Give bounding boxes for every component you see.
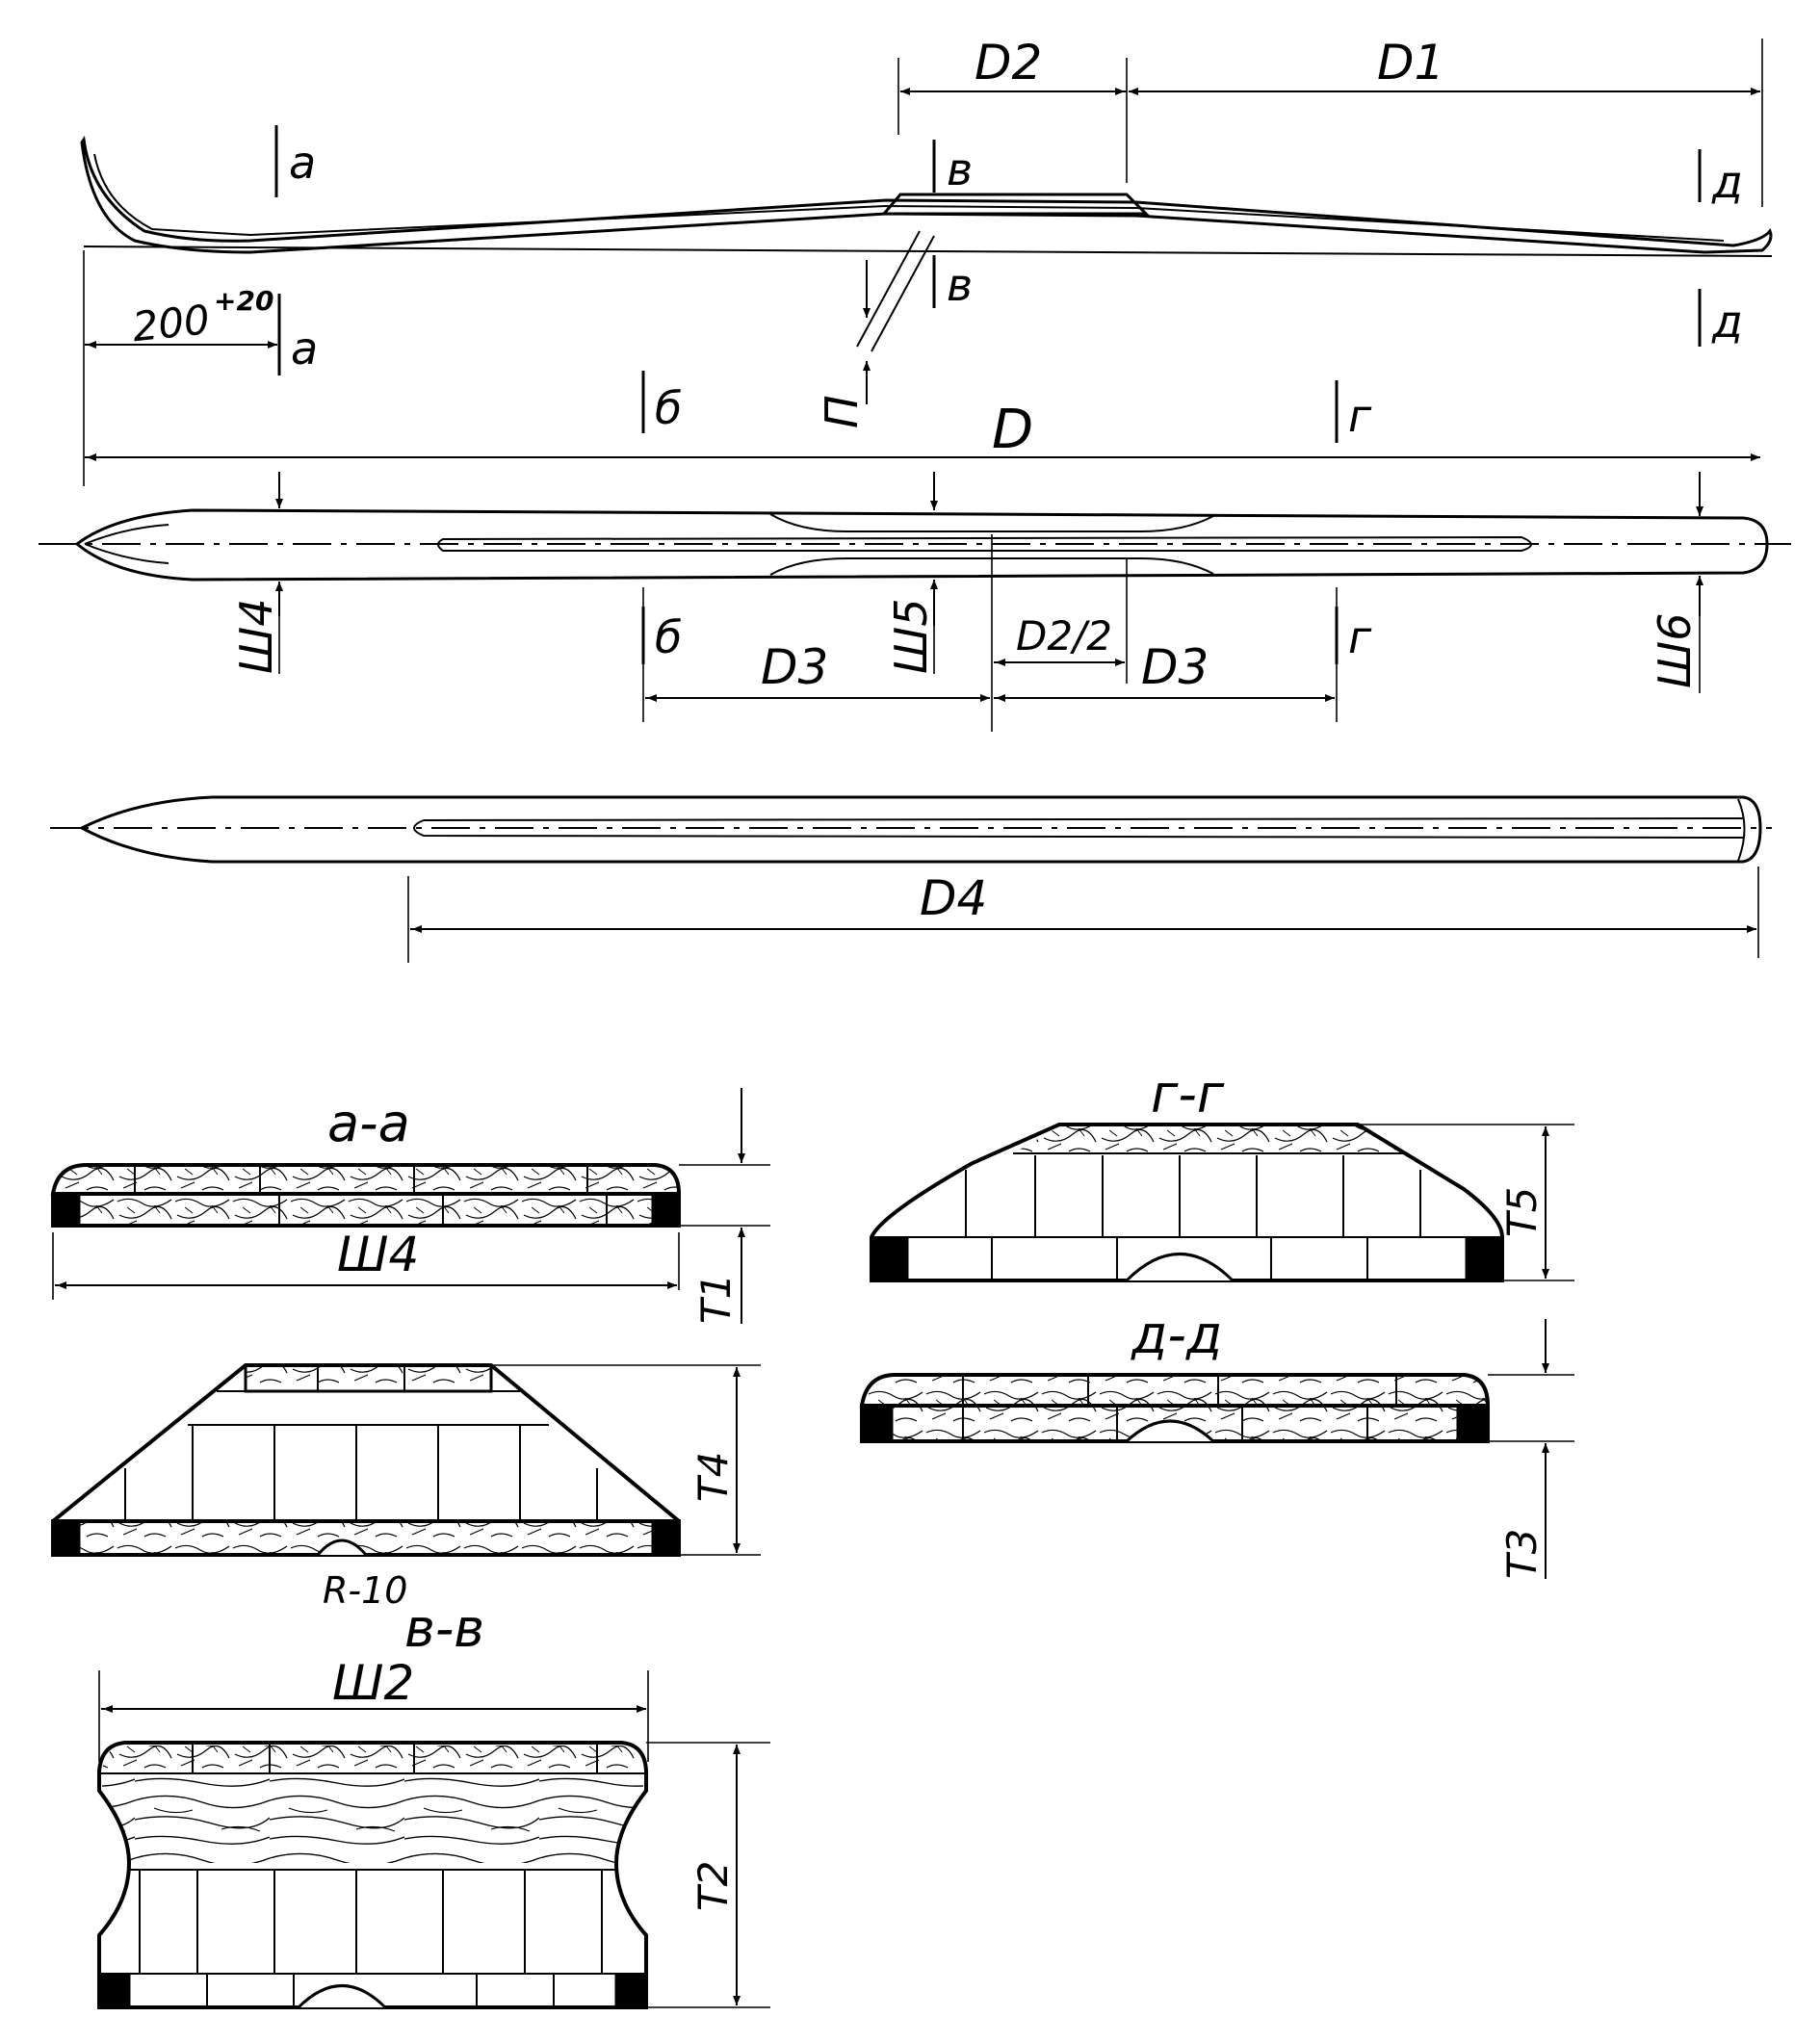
width-dimensions-top: Ш4 Ш5 Ш6 б г bbox=[230, 472, 1703, 693]
section-label-a-bottom: a bbox=[291, 323, 318, 375]
dimension-label-t4: T4 bbox=[689, 1452, 737, 1502]
section-vv: в-в Ш2 T2 bbox=[97, 1598, 770, 2009]
section-label-b-bottom: б bbox=[655, 611, 682, 663]
dimension-label-sh6: Ш6 bbox=[1649, 613, 1701, 688]
dimension-label-sh4-top: Ш4 bbox=[230, 599, 282, 674]
section-vv-wood-block bbox=[102, 1773, 643, 1863]
dimension-label-tip-tolerance: +20 bbox=[214, 285, 273, 317]
dimension-label-d2-half: D2/2 bbox=[1016, 612, 1112, 659]
section-bb-top-cap bbox=[244, 1363, 493, 1393]
dimension-d3: D3 D3 D2/2 bbox=[645, 612, 1335, 702]
ski-side-binding-platform bbox=[880, 193, 1150, 216]
section-dd: д-д T3 bbox=[859, 1305, 1574, 1579]
ski-side-inner-line bbox=[93, 153, 1725, 242]
section-aa-core bbox=[51, 1192, 681, 1228]
dimension-label-t3: T3 bbox=[1498, 1529, 1546, 1579]
dimension-d4: D4 bbox=[407, 866, 1759, 963]
dimension-label-tip-length: 200 bbox=[130, 296, 212, 350]
section-title-dd: д-д bbox=[1131, 1305, 1222, 1365]
section-label-g-bottom: г bbox=[1348, 611, 1372, 663]
section-title-aa: a-a bbox=[327, 1093, 410, 1153]
section-label-d-bottom: д bbox=[1711, 296, 1743, 348]
dimension-label-sh2: Ш2 bbox=[332, 1655, 414, 1711]
section-bb-base bbox=[51, 1519, 681, 1557]
ski-top-view bbox=[39, 508, 1791, 732]
section-label-b-top: б bbox=[655, 382, 682, 434]
dimension-label-d4: D4 bbox=[920, 870, 987, 926]
ski-top-groove bbox=[437, 535, 1532, 552]
dimension-label-t1: T1 bbox=[692, 1274, 740, 1324]
section-bb: R-10 T4 bbox=[51, 1363, 761, 1612]
dimension-label-d: D bbox=[992, 399, 1033, 461]
section-gg-outline bbox=[870, 1123, 1504, 1282]
section-gg-groove bbox=[1125, 1253, 1235, 1282]
dimension-label-d3-left: D3 bbox=[761, 639, 828, 695]
dimension-label-sh4-section: Ш4 bbox=[337, 1227, 419, 1282]
ski-side-view bbox=[80, 135, 1773, 257]
section-vv-groove bbox=[297, 1984, 387, 2009]
dimension-d1-d2: D2 D1 bbox=[897, 35, 1763, 207]
section-vv-top-layer bbox=[102, 1746, 643, 1771]
ski-bottom-outline bbox=[78, 795, 1762, 864]
dimension-label-d3-right: D3 bbox=[1141, 639, 1209, 695]
section-dd-groove bbox=[1125, 1419, 1215, 1443]
section-label-v-top: в bbox=[947, 143, 973, 195]
section-label-g-top: г bbox=[1348, 390, 1372, 442]
section-aa: a-a Ш4 T1 bbox=[50, 1088, 770, 1324]
section-aa-top-layer bbox=[50, 1163, 682, 1196]
section-dd-top-layer bbox=[859, 1373, 1491, 1408]
section-title-gg: г-г bbox=[1151, 1064, 1225, 1125]
dimension-label-r10: R-10 bbox=[323, 1569, 407, 1612]
side-view-section-marks: a a в в д д bbox=[274, 125, 1743, 375]
section-gg-top-cap bbox=[1013, 1126, 1404, 1153]
section-aa-edge-right bbox=[651, 1193, 680, 1227]
ski-bottom-view bbox=[50, 795, 1772, 864]
ski-top-outline bbox=[74, 508, 1769, 582]
ski-side-base-line bbox=[83, 246, 1773, 257]
section-bb-groove bbox=[316, 1539, 368, 1556]
ski-side-profile bbox=[80, 135, 1773, 254]
section-aa-edge-left bbox=[52, 1193, 81, 1227]
section-gg: г-г T5 bbox=[870, 1064, 1574, 1282]
deflection-indicator: П bbox=[816, 230, 935, 428]
section-label-a-top: a bbox=[289, 137, 316, 189]
dimension-label-d1: D1 bbox=[1377, 35, 1444, 91]
dimension-label-sh5: Ш5 bbox=[885, 599, 937, 674]
dimension-tip-length: 200 +20 bbox=[85, 285, 277, 350]
section-title-vv: в-в bbox=[404, 1598, 484, 1659]
dimension-label-t2: T2 bbox=[689, 1861, 737, 1911]
dimension-d: D б г bbox=[83, 250, 1760, 486]
section-label-d-top: д bbox=[1711, 156, 1743, 208]
dimension-label-t5: T5 bbox=[1498, 1187, 1546, 1237]
binding-waist-notch-top bbox=[769, 513, 1214, 532]
dimension-label-d2: D2 bbox=[975, 35, 1042, 91]
ski-bottom-groove bbox=[413, 817, 1744, 839]
section-label-v-bottom: в bbox=[947, 259, 973, 311]
deflection-label: П bbox=[816, 395, 868, 428]
binding-waist-notch-bottom bbox=[769, 557, 1214, 576]
